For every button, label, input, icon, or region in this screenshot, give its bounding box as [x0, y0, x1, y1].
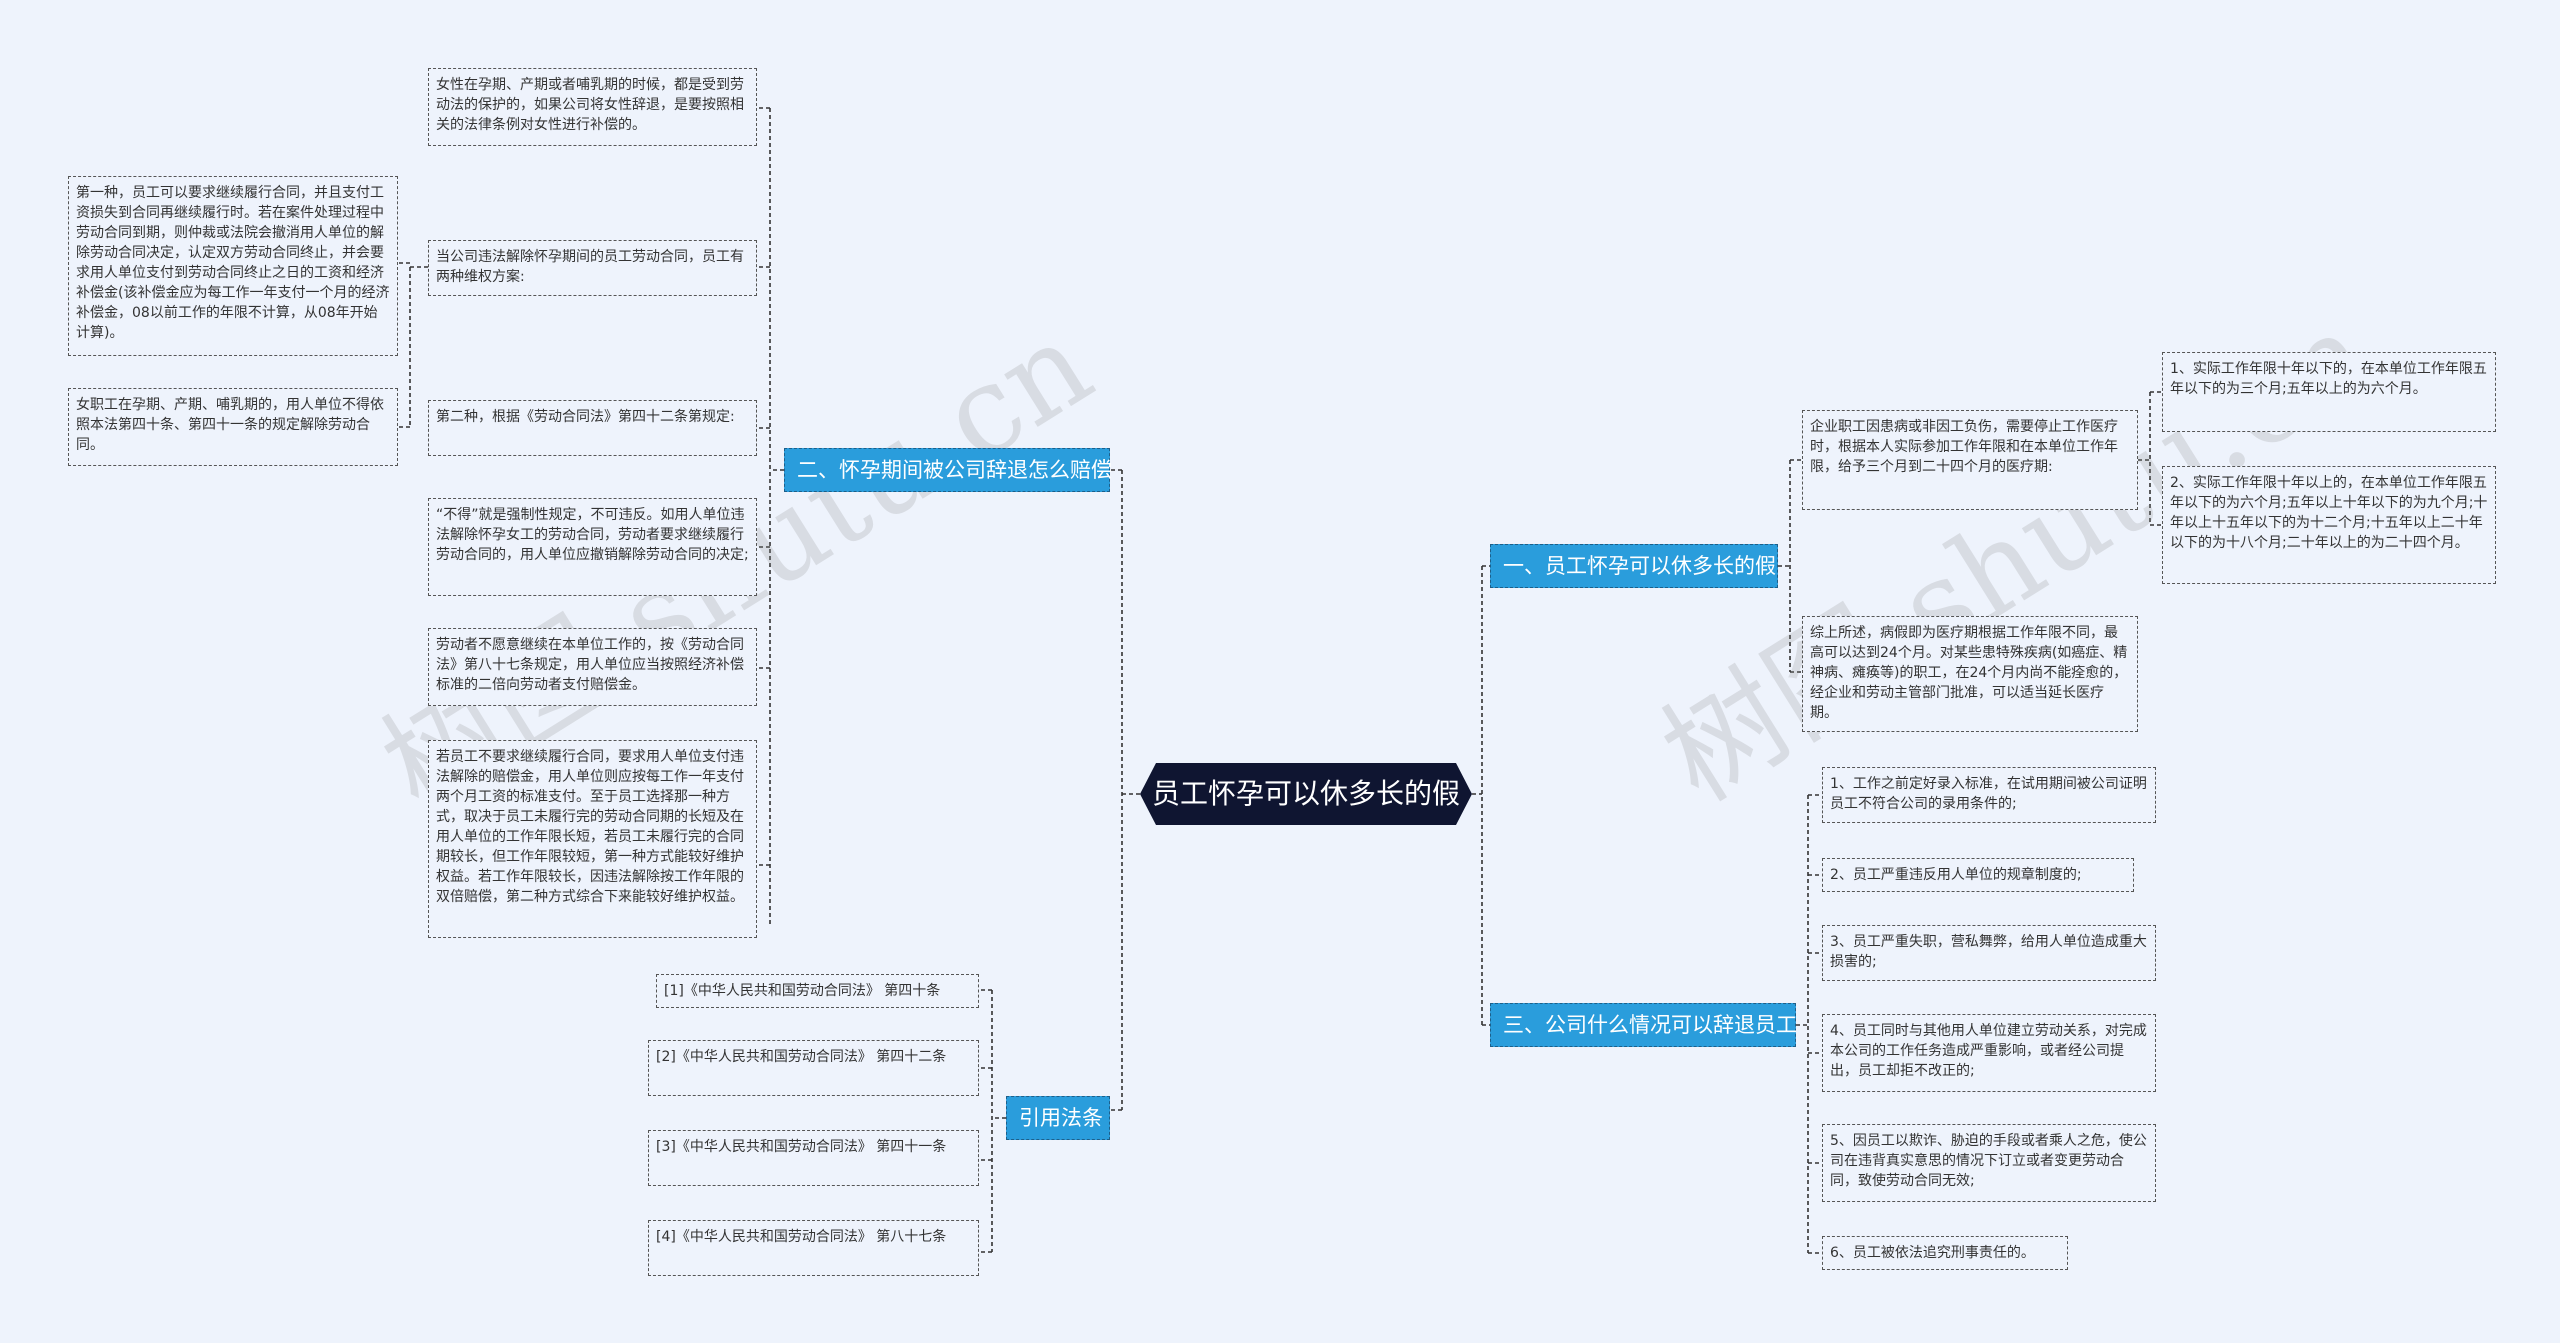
leaf-compensation-mandatory: “不得”就是强制性规定，不可违反。如用人单位违法解除怀孕女工的劳动合同，劳动者要… [428, 498, 757, 596]
leaf-cited-law-1: [1]《中华人民共和国劳动合同法》 第四十条 [656, 974, 979, 1008]
leaf-sick-leave-summary: 综上所述，病假即为医疗期根据工作年限不同，最高可以达到24个月。对某些患特殊疾病… [1802, 616, 2138, 732]
root-topic[interactable]: 员工怀孕可以休多长的假 [1140, 763, 1472, 825]
branch-cited-laws[interactable]: 引用法条 [1006, 1096, 1110, 1140]
branch-compensation[interactable]: 二、怀孕期间被公司辞退怎么赔偿 [784, 448, 1112, 492]
leaf-compensation-option-2: 第二种，根据《劳动合同法》第四十二条第规定: [428, 400, 757, 456]
leaf-dismissal-case-6: 6、员工被依法追究刑事责任的。 [1822, 1236, 2068, 1270]
leaf-sick-leave-intro: 企业职工因患病或非因工负伤，需要停止工作医疗时，根据本人实际参加工作年限和在本单… [1802, 410, 2138, 510]
leaf-compensation-law-42: 女职工在孕期、产期、哺乳期的，用人单位不得依照本法第四十条、第四十一条的规定解除… [68, 388, 398, 466]
leaf-cited-law-2: [2]《中华人民共和国劳动合同法》 第四十二条 [648, 1040, 979, 1096]
leaf-cited-law-3: [3]《中华人民共和国劳动合同法》 第四十一条 [648, 1130, 979, 1186]
leaf-compensation-protection: 女性在孕期、产期或者哺乳期的时候，都是受到劳动法的保护的，如果公司将女性辞退，是… [428, 68, 757, 146]
leaf-dismissal-case-3: 3、员工严重失职，营私舞弊，给用人单位造成重大损害的; [1822, 925, 2156, 981]
branch-dismissal-cases[interactable]: 三、公司什么情况可以辞退员工 [1490, 1003, 1797, 1047]
leaf-sick-leave-rule-2: 2、实际工作年限十年以上的，在本单位工作年限五年以下的为六个月;五年以上十年以下… [2162, 466, 2496, 584]
leaf-dismissal-case-5: 5、因员工以欺诈、胁迫的手段或者乘人之危，使公司在违背真实意思的情况下订立或者变… [1822, 1124, 2156, 1202]
leaf-sick-leave-rule-1: 1、实际工作年限十年以下的，在本单位工作年限五年以下的为三个月;五年以上的为六个… [2162, 352, 2496, 432]
branch-sick-leave[interactable]: 一、员工怀孕可以休多长的假 [1490, 544, 1778, 588]
leaf-compensation-two-options: 当公司违法解除怀孕期间的员工劳动合同，员工有两种维权方案: [428, 240, 757, 296]
leaf-dismissal-case-1: 1、工作之前定好录入标准，在试用期间被公司证明员工不符合公司的录用条件的; [1822, 767, 2156, 823]
leaf-cited-law-4: [4]《中华人民共和国劳动合同法》 第八十七条 [648, 1220, 979, 1276]
leaf-compensation-double-pay: 劳动者不愿意继续在本单位工作的，按《劳动合同法》第八十七条规定，用人单位应当按照… [428, 628, 757, 706]
leaf-dismissal-case-4: 4、员工同时与其他用人单位建立劳动关系，对完成本公司的工作任务造成严重影响，或者… [1822, 1014, 2156, 1092]
leaf-compensation-choice: 若员工不要求继续履行合同，要求用人单位支付违法解除的赔偿金，用人单位则应按每工作… [428, 740, 757, 938]
leaf-compensation-option-1: 第一种，员工可以要求继续履行合同，并且支付工资损失到合同再继续履行时。若在案件处… [68, 176, 398, 356]
leaf-dismissal-case-2: 2、员工严重违反用人单位的规章制度的; [1822, 858, 2134, 892]
